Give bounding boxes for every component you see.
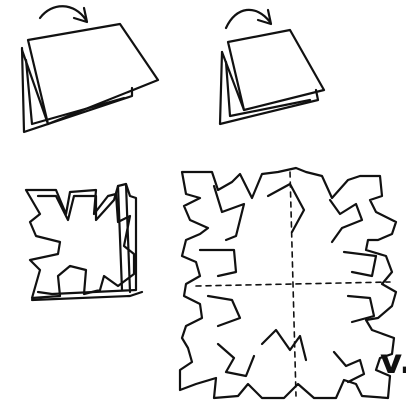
inner-cut-center-top [268,184,304,232]
inner-cut-top-right [330,200,362,242]
curved-arrow-icon [40,6,86,20]
inner-cut-left-bottom [208,296,240,326]
back-sheet [22,48,132,132]
inner-cut-bottom-left [218,344,254,376]
unfolded-snowflake [180,168,396,398]
inner-cut-center-bottom [262,330,306,360]
inner-cut-right-bottom [348,296,374,322]
layer-edge [118,186,122,290]
step-label: v. [380,340,406,384]
curved-arrow-icon [226,10,270,28]
inner-cut-bottom-right [334,352,364,382]
cut-step [26,184,142,300]
fold-shadow [22,50,48,124]
fold-step-2 [220,10,324,124]
fold-step-1 [22,6,158,132]
inner-cut-left-top [200,250,236,276]
inner-cut-top-left [214,186,244,240]
folded-flap [228,30,324,110]
snowflake-outline [180,168,396,398]
inner-cut-right-top [344,252,376,276]
